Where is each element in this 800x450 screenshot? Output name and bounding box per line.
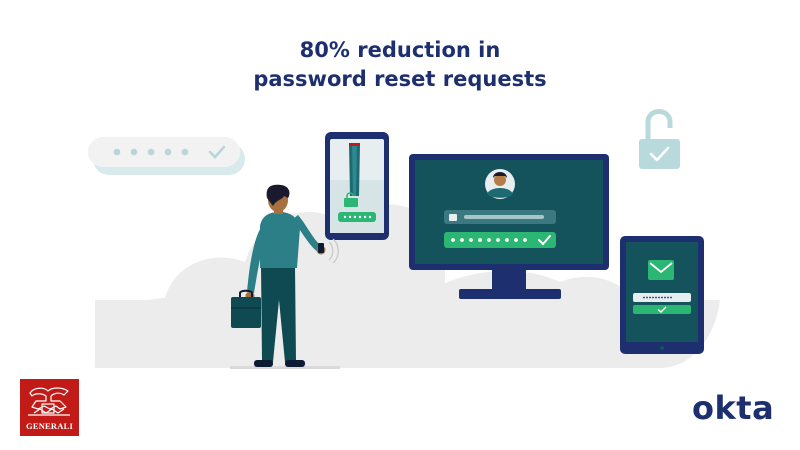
tablet-icon <box>620 236 704 354</box>
person-illustration <box>231 184 339 367</box>
headline-line-2: password reset requests <box>253 67 547 91</box>
briefcase-icon <box>231 289 261 328</box>
envelope-icon <box>648 260 674 280</box>
padlock-check-icon <box>639 109 680 169</box>
okta-logo: okta <box>692 389 775 427</box>
avatar-icon <box>485 169 515 199</box>
generali-logo: GENERALI <box>20 379 79 436</box>
monitor-icon <box>409 154 609 299</box>
headline: 80% reduction in password reset requests <box>0 36 800 94</box>
headline-line-1: 80% reduction in <box>299 38 501 62</box>
generali-lion-icon <box>28 387 70 416</box>
generali-wordmark: GENERALI <box>26 421 73 431</box>
phone-icon <box>325 132 389 240</box>
password-pill-icon <box>88 137 245 175</box>
